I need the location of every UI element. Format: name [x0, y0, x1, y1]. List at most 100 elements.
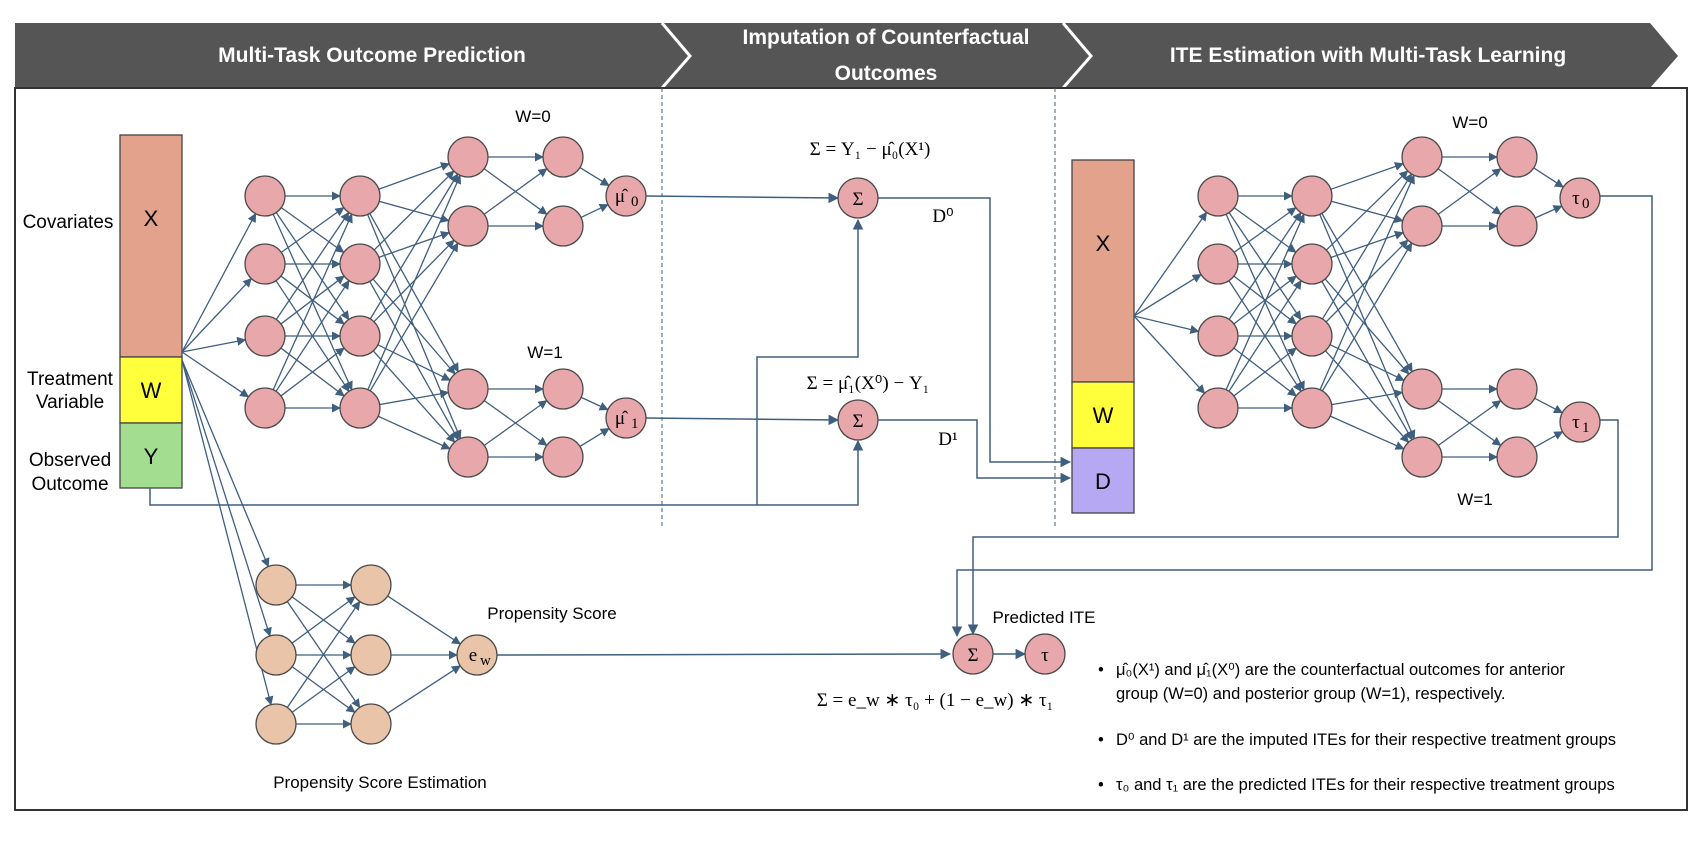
network-edge: [1133, 211, 1208, 317]
network-edge: [372, 278, 456, 375]
network-edge: [272, 213, 353, 391]
network-edge: [181, 351, 250, 398]
network-edge: [387, 665, 462, 714]
hidden-node: [1197, 243, 1239, 285]
formula-d0: D⁰: [932, 206, 953, 227]
network-edge: [1233, 275, 1297, 325]
input-column: X W Y Covariates Treatment Variable Obse…: [23, 134, 183, 495]
network-edge: [369, 173, 459, 320]
ite-imputed-label: D: [1095, 469, 1111, 494]
hidden-node: [447, 436, 489, 478]
outcome-block: [119, 422, 183, 489]
network-edge: [1319, 174, 1415, 390]
hidden-node: [542, 136, 584, 178]
network-edge: [369, 281, 459, 441]
network-edge: [181, 359, 274, 706]
ite-treatment-label: W: [1093, 403, 1114, 428]
banner-title-2a: Imputation of Counterfactual: [743, 26, 1030, 49]
ite-covariates-label: X: [1096, 231, 1111, 256]
hidden-node: [1496, 136, 1538, 178]
network-edge: [580, 204, 609, 218]
hidden-node: [447, 205, 489, 247]
network-edge: [1225, 213, 1305, 390]
network-edge: [181, 359, 272, 637]
network-edge: [369, 213, 459, 373]
hidden-node: [1197, 175, 1239, 217]
network-edge: [378, 231, 450, 258]
hidden-node: [1496, 205, 1538, 247]
hidden-node: [1291, 243, 1333, 285]
propensity-score-label: Propensity Score: [487, 604, 616, 623]
tau0-node-label: τ: [1572, 188, 1580, 209]
note-1-line-2: group (W=0) and posterior group (W=1), r…: [1116, 685, 1505, 703]
network-edge: [1330, 162, 1405, 190]
propensity-hidden-node: [255, 703, 297, 745]
network-edge: [1330, 230, 1404, 259]
network-edge: [1330, 415, 1405, 450]
sigma-top-node: [837, 177, 879, 219]
propensity-estimation-label: Propensity Score Estimation: [273, 773, 487, 792]
branch-w0-right: W=0: [1452, 113, 1487, 132]
diagram-frame: [14, 87, 1688, 811]
output-nodes: μ̂ 0 μ̂ 1 Σ Σ τ 0 τ 1 e w Σ τ: [456, 175, 1601, 676]
tau-node: [1024, 633, 1066, 675]
svg-text:•: •: [1098, 731, 1104, 749]
banner-title-3: ITE Estimation with Multi-Task Learning: [1170, 44, 1566, 67]
network-edge: [291, 666, 356, 713]
observed-label-1: Observed: [29, 450, 111, 471]
network-edge: [1228, 279, 1302, 392]
network-edge: [181, 336, 247, 353]
ite-covariates-block: [1071, 159, 1135, 383]
network-edge: [1321, 242, 1413, 392]
hidden-node: [1496, 368, 1538, 410]
network-edge: [367, 174, 462, 390]
network-edge: [280, 275, 345, 325]
hidden-node: [244, 387, 286, 429]
banner-ite-estimation: [1063, 23, 1678, 88]
network-edge: [373, 170, 455, 251]
hidden-node: [339, 387, 381, 429]
treatment-label-1: Treatment: [27, 369, 114, 390]
network-edge: [1534, 431, 1564, 448]
network-edge: [1321, 281, 1413, 441]
hidden-node: [244, 243, 286, 285]
tau1-node-sub: 1: [1582, 420, 1590, 436]
notes: • μ̂₀(X¹) and μ̂₁(X⁰) are the counterfac…: [1098, 661, 1616, 794]
network-edge: [1324, 350, 1410, 443]
network-edge: [1228, 211, 1302, 320]
network-edge: [1133, 315, 1206, 394]
network-edge: [379, 389, 450, 406]
hidden-node: [244, 175, 286, 217]
hidden-node: [1197, 387, 1239, 429]
ew-node-label: e: [469, 645, 477, 666]
banner-multitask-outcome: [15, 23, 690, 88]
propensity-ew-node: [456, 634, 498, 676]
formula-final: Σ = e_w ∗ τ₀ + (1 − e_w) ∗ τ₁: [817, 690, 1054, 711]
hidden-node: [1291, 175, 1333, 217]
tau1-node-label: τ: [1572, 412, 1580, 433]
covariates-block: [119, 134, 183, 358]
hidden-node: [1197, 315, 1239, 357]
network-edge: [275, 211, 350, 320]
connection-wires: [149, 192, 1653, 660]
ite-imputed-block: [1071, 447, 1135, 514]
propensity-hidden-node: [255, 634, 297, 676]
propensity-hidden-node: [350, 564, 392, 606]
network-edge: [1535, 205, 1563, 219]
observed-label-2: Outcome: [31, 474, 108, 495]
network-edges: [181, 152, 1564, 729]
network-edge: [369, 242, 459, 392]
ite-treatment-block: [1071, 381, 1135, 449]
network-edge: [580, 396, 609, 411]
tau0-node-sub: 0: [1582, 196, 1590, 212]
network-edge: [372, 350, 456, 443]
formula-sigma-top: Σ = Y₁ − μ̂₀(X¹): [810, 139, 931, 160]
hidden-node: [542, 205, 584, 247]
propensity-hidden-node: [350, 703, 392, 745]
ite-input-column: X W D: [1071, 159, 1135, 514]
tau0-node: [1559, 177, 1601, 219]
network-edge: [1437, 400, 1502, 446]
hidden-node: [339, 243, 381, 285]
network-edge: [1437, 168, 1502, 215]
